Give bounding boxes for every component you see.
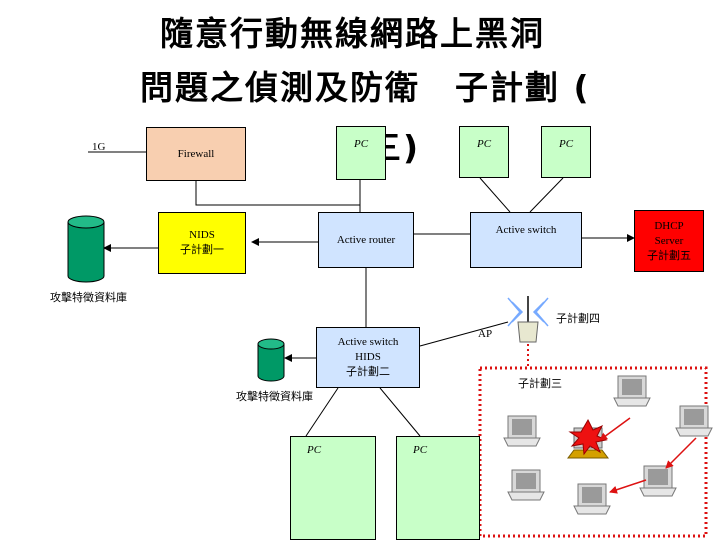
title-line-2: 問題之偵測及防衛 子計劃 ( (140, 68, 591, 107)
dhcp-label-line2: Server (654, 234, 684, 247)
attack-arrow (665, 437, 697, 469)
dhcp-label-line3: 子計劃五 (647, 249, 691, 262)
laptop-icon (675, 405, 713, 437)
black-hole-node-icon (567, 418, 609, 459)
firewall-router-link (195, 181, 361, 212)
attack-db-label: 攻擊特徵資料庫 (50, 292, 127, 304)
pc3-switch-link (529, 177, 564, 213)
attack-arrow (599, 417, 631, 441)
firewall-node: Firewall (146, 127, 246, 181)
attack-arrow (609, 479, 647, 494)
attack-db-cylinder-1 (67, 215, 105, 283)
active-router-label: Active router (336, 233, 396, 246)
pc-node: PC (396, 436, 480, 540)
uplink-1g-label: 1G (92, 141, 106, 153)
pc-node: PC (541, 126, 591, 178)
pc-node: PC (290, 436, 376, 540)
active-switch-label: Active switch (495, 224, 557, 236)
attack-db-cylinder-2 (257, 338, 285, 382)
active-router-node: Active router (318, 212, 414, 268)
dhcp-server-node: DHCP Server 子計劃五 (634, 210, 704, 272)
dhcp-label-line1: DHCP (654, 219, 684, 232)
ap-label: AP (478, 328, 493, 340)
nids-node: NIDS 子計劃一 (158, 212, 246, 274)
access-point-icon (507, 296, 549, 343)
pc-label: PC (353, 138, 369, 150)
hids-label-line2: HIDS (355, 351, 381, 363)
pc-label: PC (413, 444, 428, 456)
hids-pc4-link (305, 387, 339, 437)
pc-node: PC (459, 126, 509, 178)
firewall-label: Firewall (177, 147, 215, 160)
nids-label-line2: 子計劃一 (180, 244, 224, 256)
laptop-icon (507, 469, 545, 501)
pc-label: PC (307, 444, 322, 456)
hids-label-line3: 子計劃二 (346, 366, 390, 378)
laptop-icon (503, 415, 541, 447)
hids-ap-link (419, 321, 509, 347)
laptop-icon (573, 483, 611, 515)
title-line-1: 隨意行動無線網路上黑洞 (160, 14, 545, 53)
subproject3-label: 子計劃三 (518, 378, 562, 390)
pc-node: PC (336, 126, 386, 180)
nids-label-line1: NIDS (189, 229, 215, 241)
hids-switch-node: Active switch HIDS 子計劃二 (316, 327, 420, 388)
pc-label: PC (476, 138, 492, 150)
pc-label: PC (558, 138, 574, 150)
active-switch-node: Active switch (470, 212, 582, 268)
subproject4-label: 子計劃四 (556, 313, 600, 325)
laptop-icon (639, 465, 677, 497)
laptop-icon (613, 375, 651, 407)
attack-db-label: 攻擊特徵資料庫 (236, 391, 313, 403)
wireless-zone-border (478, 366, 708, 538)
hids-pc5-link (379, 387, 421, 437)
pc2-switch-link (479, 177, 511, 213)
hids-label-line1: Active switch (337, 336, 399, 348)
